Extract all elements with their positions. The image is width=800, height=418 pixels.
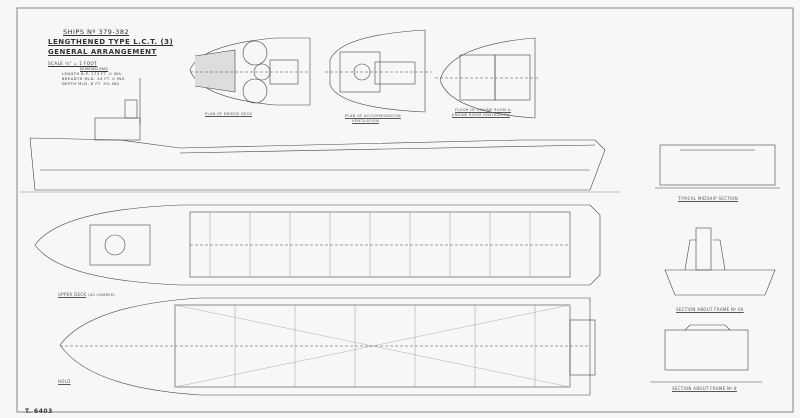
bridge-deck-label: PLAN OF BRIDGE DECK [205, 112, 253, 116]
upper-deck-plan [34, 204, 601, 286]
profile-elevation [20, 78, 620, 193]
engine-room-label-2: ENGINE ROOM VENTILATION [452, 113, 510, 117]
vessel-type: LENGTHENED TYPE L.C.T. (3) [48, 38, 174, 46]
midship-section-label: TYPICAL MIDSHIP SECTION [678, 196, 739, 201]
frame-8-label: SECTION ABOUT FRAME Nº 8 [672, 386, 737, 391]
frame-66-section [664, 227, 776, 296]
dimensions-heading: DIMENSIONS [80, 67, 109, 71]
accommodation-label-1: PLAN OF ACCOMMODATION [345, 114, 401, 118]
accommodation-plan [325, 29, 432, 113]
dimension-breadth: BREADTH MLD. 34 FT. 0 INS. [62, 77, 127, 81]
dimension-depth: DEPTH MLD. 8 FT. 9¾ INS. [62, 82, 121, 86]
scale-note: SCALE ¼" = 1 FOOT [48, 61, 98, 66]
engine-room-plan [435, 37, 540, 119]
ships-number: SHIPS Nº 379-382 [63, 28, 130, 36]
dimension-length: LENGTH B.P. 173 FT. 0 INS. [62, 72, 123, 76]
drawing-number: T. 6403 [25, 408, 53, 415]
sheet-border [16, 7, 794, 413]
hold-plan [59, 297, 596, 396]
engine-room-label-1: FLOOR OF ENGINE ROOM & [455, 108, 511, 112]
frame-66-label: SECTION ABOUT FRAME Nº 66 [676, 307, 744, 312]
bridge-deck-plan [189, 37, 311, 106]
upper-deck-label: UPPER DECK [58, 292, 87, 297]
frame-8-section [650, 324, 762, 383]
drawing-title: GENERAL ARRANGEMENT [48, 48, 157, 56]
midship-section [655, 144, 780, 189]
upper-deck-note: (AS CAMBER) [88, 293, 116, 297]
accommodation-label-2: VENTILATION [352, 119, 380, 123]
hold-label: HOLD [58, 379, 71, 384]
